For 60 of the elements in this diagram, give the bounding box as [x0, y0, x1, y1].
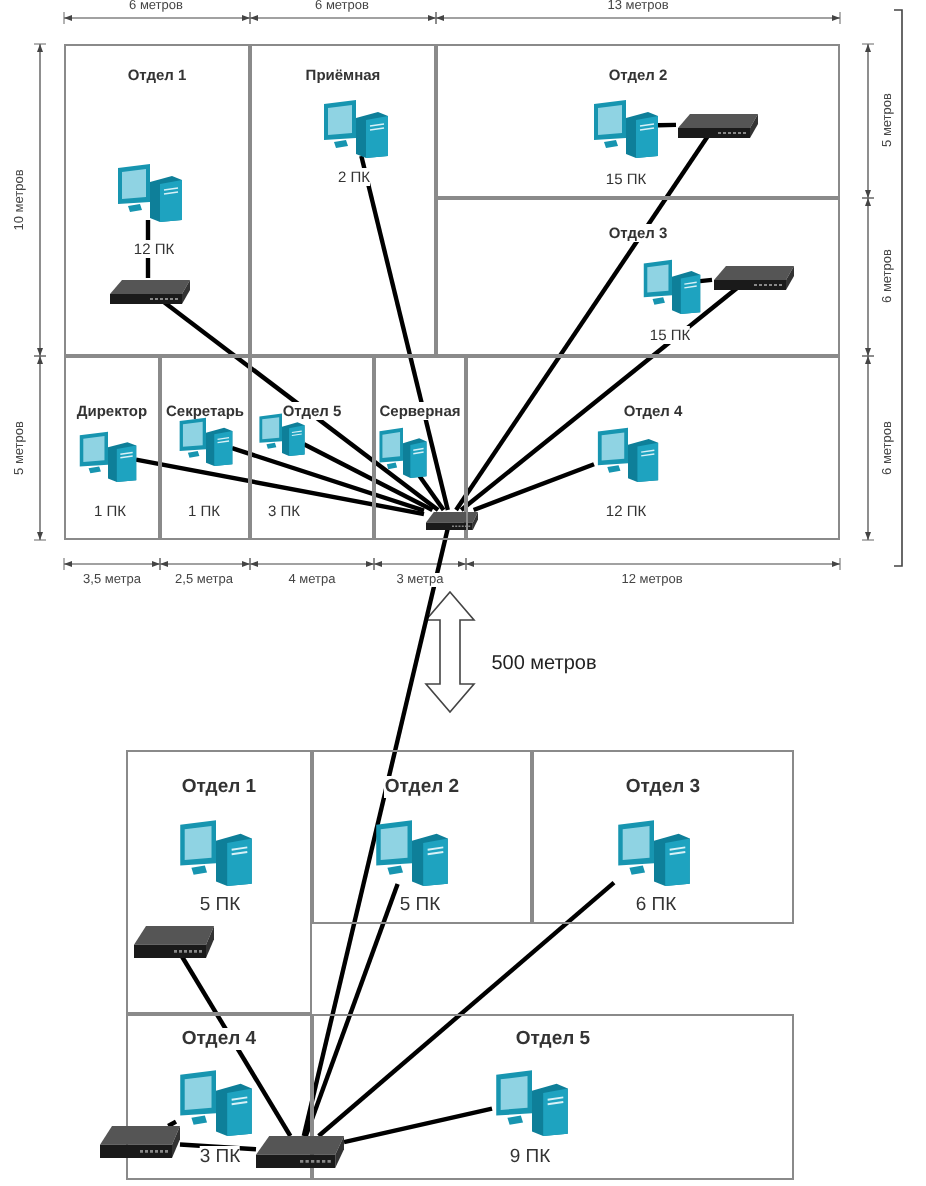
- room: [436, 198, 840, 356]
- room-label: Отдел 4: [181, 1028, 257, 1050]
- computer-icon: [78, 430, 138, 482]
- room-label: Отдел 5: [515, 1028, 591, 1050]
- network-switch-icon: [426, 512, 478, 530]
- network-cable: [301, 527, 450, 1137]
- network-cable: [303, 442, 434, 512]
- pc-count-label: 6 ПК: [635, 894, 677, 916]
- network-cable: [359, 155, 450, 511]
- room: [312, 750, 532, 924]
- computer-icon: [494, 1068, 570, 1136]
- network-switch-icon: [678, 114, 758, 138]
- computer-icon: [378, 426, 428, 478]
- network-switch-icon: [100, 1126, 180, 1158]
- pc-count-label: 5 ПК: [199, 894, 241, 916]
- network-switch-icon: [256, 1136, 344, 1168]
- network-cable: [317, 880, 616, 1138]
- network-cable: [343, 1106, 493, 1145]
- network-cable: [699, 277, 713, 284]
- computer-icon: [322, 98, 390, 158]
- computer-icon: [178, 818, 254, 886]
- network-switch-icon: [134, 926, 214, 958]
- room: [160, 356, 250, 540]
- computer-icon: [596, 426, 660, 482]
- network-cable: [417, 474, 446, 512]
- network-cable: [179, 954, 293, 1138]
- network-cable: [179, 1142, 257, 1152]
- computer-icon: [592, 98, 660, 158]
- computer-icon: [616, 818, 692, 886]
- room-label: Отдел 2: [384, 776, 460, 798]
- network-cable: [459, 286, 739, 512]
- room: [250, 44, 436, 356]
- room-label: Отдел 1: [181, 776, 257, 798]
- computer-icon: [178, 416, 234, 466]
- pc-count-label: 3 ПК: [199, 1146, 241, 1168]
- room-label: Отдел 3: [625, 776, 701, 798]
- network-cable: [162, 300, 440, 512]
- computer-icon: [116, 162, 184, 222]
- network-cable: [454, 134, 710, 512]
- network-switch-icon: [714, 266, 794, 290]
- room: [532, 750, 794, 924]
- room: [436, 44, 840, 198]
- pc-count-label: 9 ПК: [509, 1146, 551, 1168]
- distance-label: 500 метров: [491, 653, 597, 675]
- network-cable: [657, 122, 677, 128]
- pc-count-label: 5 ПК: [399, 894, 441, 916]
- room: [250, 356, 374, 540]
- room: [126, 750, 312, 1014]
- network-cable: [135, 457, 425, 517]
- network-cable: [303, 883, 400, 1137]
- room: [64, 44, 250, 356]
- computer-icon: [642, 258, 702, 314]
- network-cable: [472, 462, 595, 513]
- computer-icon: [374, 818, 450, 886]
- network-switch-icon: [110, 280, 190, 304]
- computer-icon: [178, 1068, 254, 1136]
- network-cable: [231, 446, 425, 513]
- room: [466, 356, 840, 540]
- network-cable: [145, 220, 151, 278]
- room: [64, 356, 160, 540]
